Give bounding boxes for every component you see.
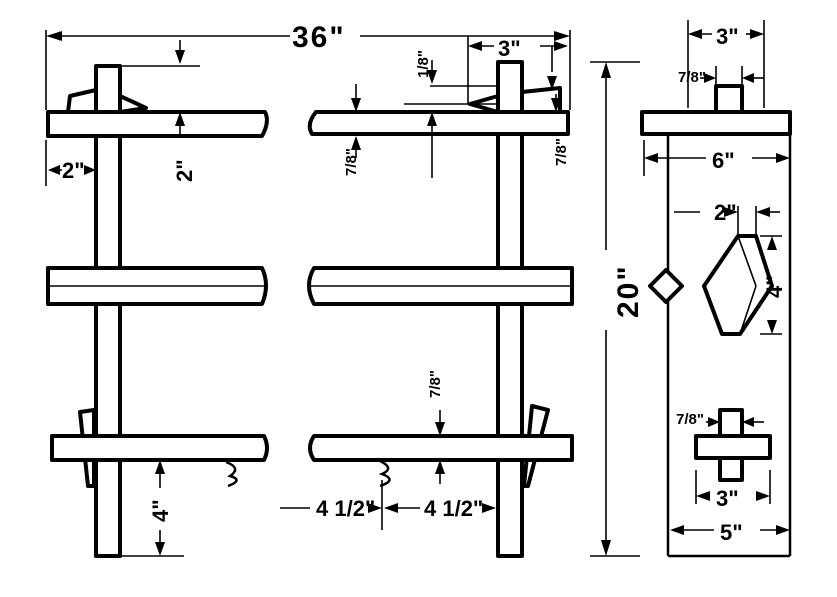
- dim-lower-rail: 7/8": [427, 370, 445, 484]
- dim-rail-thickness-1: 7/8": [343, 84, 361, 176]
- label-rail-thickness-1: 7/8": [343, 148, 360, 176]
- dim-left-overhang: 2": [45, 140, 96, 186]
- label-height: 20": [612, 264, 645, 318]
- label-rail-thickness-2: 7/8": [553, 138, 570, 166]
- label-end-width: 6": [712, 148, 735, 173]
- left-post: [94, 64, 122, 558]
- middle-rail: [46, 266, 574, 306]
- label-tenon-top: 7/8": [678, 69, 706, 86]
- label-base-total: 5": [720, 520, 743, 545]
- label-end-post-width: 3": [716, 24, 739, 49]
- dim-rail-thickness-2: 7/8": [551, 94, 570, 166]
- dim-top-post-width: 3": [467, 36, 568, 104]
- dim-base-width: 3": [695, 470, 771, 511]
- dim-end-post-width: 3": [687, 20, 765, 108]
- dim-tenon-bottom: 7/8": [676, 411, 764, 428]
- label-diamond-width: 2": [714, 200, 737, 225]
- dim-gap: 1/8": [404, 50, 498, 105]
- label-base-width: 3": [716, 486, 739, 511]
- small-diamond: [648, 268, 684, 304]
- label-bottom-spacing-1: 4 1/2": [316, 496, 375, 521]
- dim-top-rail-arrow: [427, 112, 437, 178]
- label-top-rail-depth: 2": [172, 159, 197, 182]
- dim-diamond-width: 2": [674, 200, 780, 236]
- dim-end-width: 6": [643, 140, 790, 176]
- top-left-wedge: [66, 88, 98, 114]
- dim-top-mark: [120, 40, 200, 67]
- label-gap: 1/8": [415, 50, 432, 78]
- top-left-wedge-2: [118, 94, 148, 114]
- dim-top-rail-depth: 2": [172, 112, 197, 182]
- dim-foot-height: 4": [120, 460, 184, 557]
- label-diamond-height: 4": [762, 275, 787, 298]
- dim-tenon-top: 7/8": [678, 66, 764, 86]
- label-left-overhang: 2": [62, 158, 85, 183]
- dim-bottom-spacing: 4 1/2" 4 1/2": [280, 480, 499, 530]
- label-tenon-bottom: 7/8": [676, 411, 704, 428]
- dim-overall-length: 36": [45, 21, 571, 110]
- label-top-post-width: 3": [498, 36, 521, 61]
- dim-height: 20": [590, 61, 645, 557]
- dim-diamond-height: 4": [760, 235, 787, 335]
- label-foot-height: 4": [148, 499, 173, 522]
- right-post: [496, 60, 524, 558]
- label-overall-length: 36": [292, 21, 346, 54]
- bottom-rail: [50, 404, 574, 488]
- top-rail: [46, 110, 570, 138]
- label-bottom-spacing-2: 4 1/2": [424, 496, 483, 521]
- base-block: [694, 434, 772, 460]
- label-lower-rail-thickness: 7/8": [427, 370, 444, 398]
- dim-base-total: 5": [670, 520, 790, 545]
